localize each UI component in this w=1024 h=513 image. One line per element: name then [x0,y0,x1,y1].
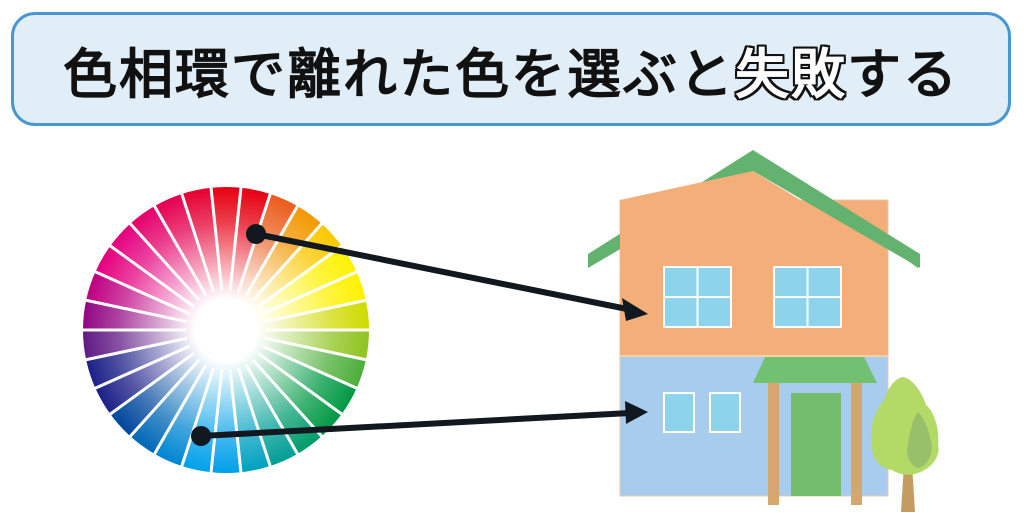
pillar-left [768,380,779,505]
pillar-right [851,380,862,505]
wheel-dividers [81,185,371,475]
gable-left [620,171,753,268]
title-emphasis: 失敗 [735,42,847,106]
tree-shade [907,412,932,468]
house [588,150,920,505]
page-title: 色相環で離れた色を選ぶと失敗する [63,30,959,109]
arrow-upper-head [622,298,648,321]
upper-window-left [663,266,732,328]
lower-window-left [663,392,695,433]
arrow-lower [191,401,648,446]
door [791,393,841,496]
lower-window-right [709,392,741,433]
tree [871,377,939,512]
wheel-white-center [83,187,369,473]
title-banner: 色相環で離れた色を選ぶと失敗する [11,12,1011,126]
arrow-upper [246,224,648,321]
canopy [753,357,877,383]
upper-window-right [773,266,842,328]
upper-wall-fill [620,171,888,356]
title-prefix: 色相環で離れた色を選ぶと [63,42,735,106]
title-suffix: する [847,42,959,106]
arrow-lower-head [625,401,648,424]
